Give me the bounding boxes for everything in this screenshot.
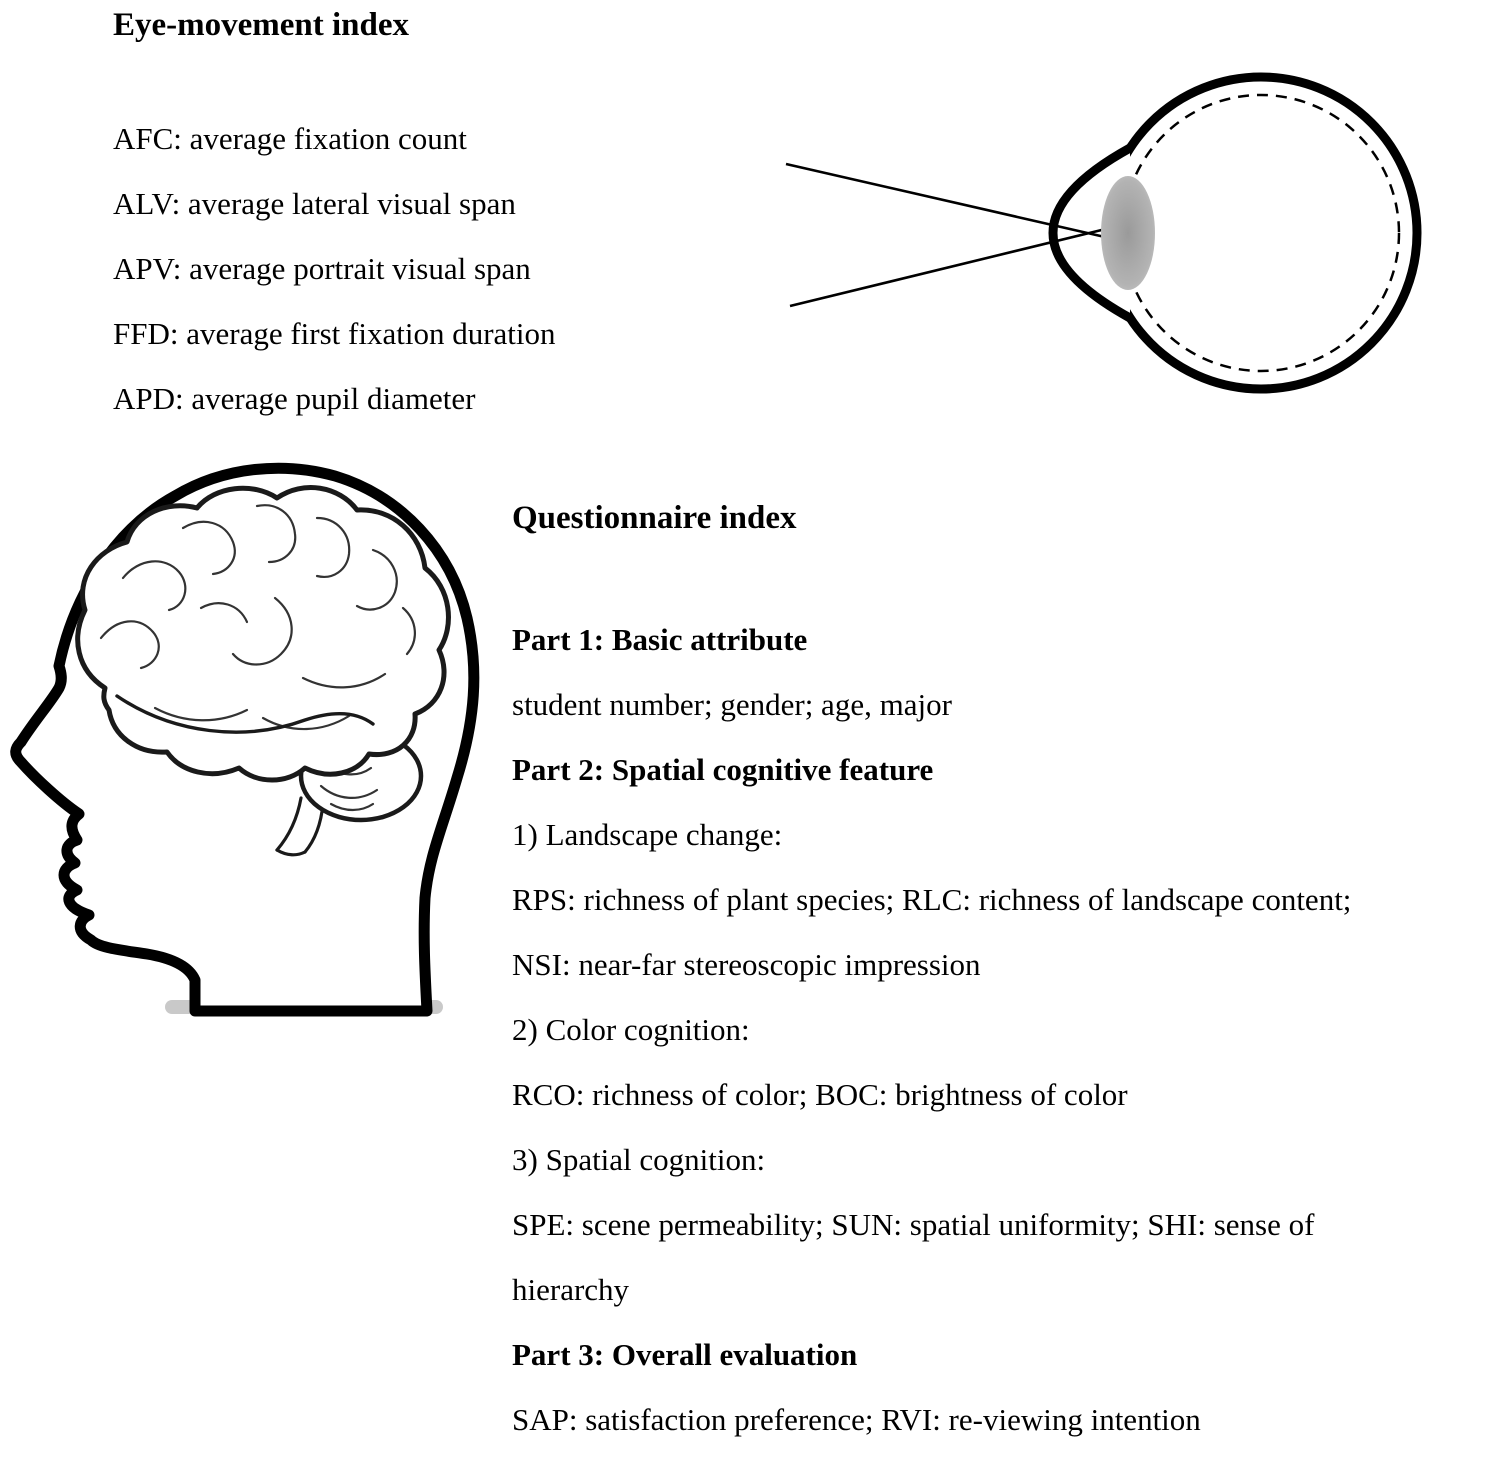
questionnaire-line-landscape-change: 1) Landscape change: [512,817,783,852]
eye-movement-index-panel: Eye-movement index AFC: average fixation… [113,4,556,431]
lens-icon [1101,176,1155,290]
questionnaire-line-spatial-cognition: 3) Spatial cognition: [512,1142,766,1177]
questionnaire-line-rco-boc: RCO: richness of color; BOC: brightness … [512,1077,1128,1112]
eye-movement-index-list: AFC: average fixation count ALV: average… [113,106,556,431]
retina-dashed-circle [1121,93,1401,373]
sight-line-upper [785,162,1119,242]
sight-line-lower [789,224,1119,308]
eye-movement-item-alv: ALV: average lateral visual span [113,186,516,221]
brain-outline [75,485,451,783]
questionnaire-line-rps-rlc: RPS: richness of plant species; RLC: ric… [512,882,1352,917]
questionnaire-index-list: Part 1: Basic attribute student number; … [512,607,1501,1452]
questionnaire-line-basic-attribute: student number; gender; age, major [512,687,952,722]
questionnaire-line-hierarchy: hierarchy [512,1272,630,1307]
eye-movement-item-apv: APV: average portrait visual span [113,251,531,286]
questionnaire-line-spe-sun-shi: SPE: scene permeability; SUN: spatial un… [512,1207,1315,1242]
eye-diagram [785,72,1422,394]
eye-movement-item-ffd: FFD: average first fixation duration [113,316,556,351]
questionnaire-index-title: Questionnaire index [512,500,797,536]
questionnaire-part-3-heading: Part 3: Overall evaluation [512,1337,858,1372]
cornea-icon [1048,143,1135,323]
questionnaire-index-panel: Questionnaire index Part 1: Basic attrib… [512,497,1501,1452]
head-brain-illustration [10,462,480,1017]
questionnaire-line-color-cognition: 2) Color cognition: [512,1012,750,1047]
questionnaire-part-2-heading: Part 2: Spatial cognitive feature [512,752,934,787]
brain-gyri-squiggles [99,504,416,731]
questionnaire-line-sap-rvi: SAP: satisfaction preference; RVI: re-vi… [512,1402,1201,1437]
eye-movement-item-afc: AFC: average fixation count [113,121,467,156]
sylvian-fissure [115,694,375,734]
questionnaire-line-nsi: NSI: near-far stereoscopic impression [512,947,981,982]
eye-movement-index-title: Eye-movement index [113,7,410,43]
eye-movement-item-apd: APD: average pupil diameter [113,381,476,416]
questionnaire-part-1-heading: Part 1: Basic attribute [512,622,808,657]
